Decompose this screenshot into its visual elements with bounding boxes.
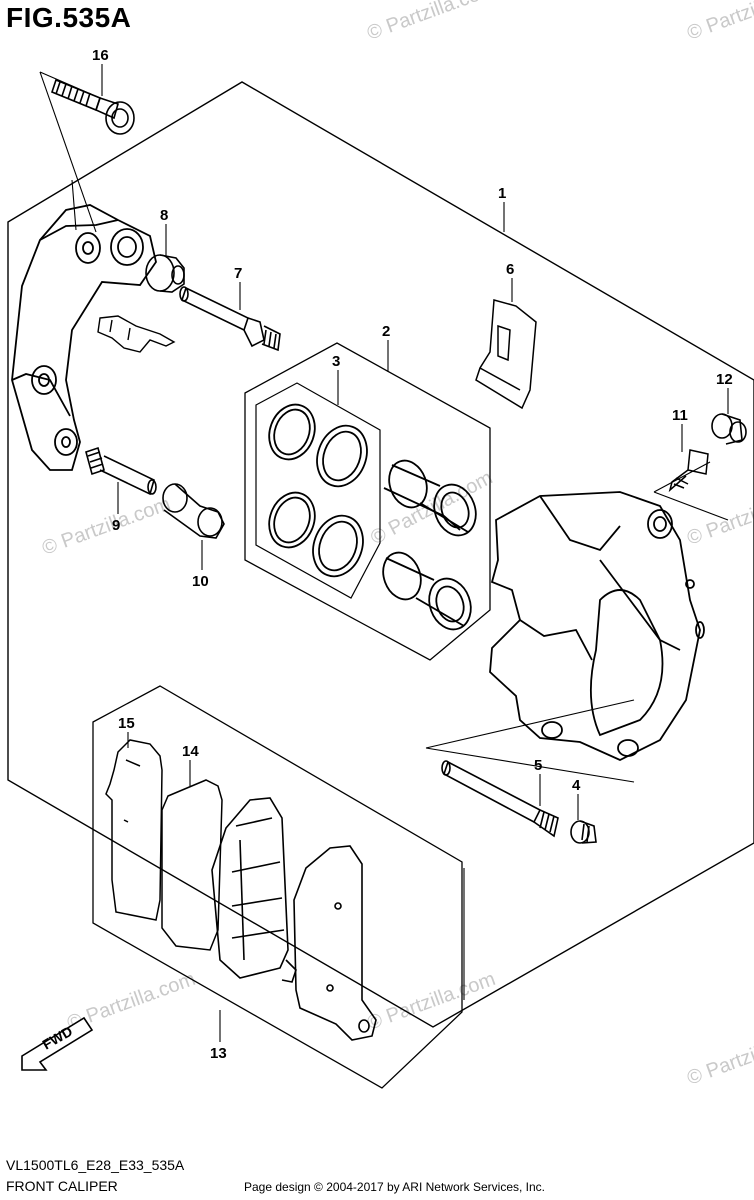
watermark-bottom-right: © Partzilla.com: [684, 1023, 754, 1090]
boot-8: [145, 254, 185, 293]
leader-lines: [39, 64, 729, 1042]
callout-13: 13: [210, 1045, 227, 1062]
boot-10: [162, 483, 225, 539]
figure-title: FIG.535A: [6, 2, 132, 33]
callout-7: 7: [234, 265, 242, 282]
callout-16: 16: [92, 47, 109, 64]
pad-backing-plate: [293, 845, 377, 1041]
callout-2: 2: [382, 323, 390, 340]
bleeder-cap-12: [711, 413, 747, 445]
callout-15: 15: [118, 715, 135, 732]
assembly-frame-pad-set: [92, 685, 463, 1089]
slide-pin-5: [441, 760, 559, 838]
callouts: 1 2 3 4 5 6 7 8 9 10 11 12 13 14 15 16: [92, 47, 733, 1062]
section-name: FRONT CALIPER: [6, 1178, 118, 1194]
assembly-frame-main: [7, 81, 754, 1028]
callout-11: 11: [672, 407, 688, 424]
watermark-center: © Partzilla.com: [367, 467, 496, 550]
callout-4: 4: [572, 777, 581, 794]
piston-seals: [268, 403, 368, 578]
plug-4: [570, 820, 597, 844]
pad-shim-14: [161, 779, 223, 951]
watermark-left: © Partzilla.com: [39, 493, 173, 560]
pin-9: [85, 446, 157, 496]
caliper-body: [489, 491, 705, 761]
caliper-bracket: [11, 204, 157, 471]
callout-8: 8: [160, 207, 168, 224]
callout-6: 6: [506, 261, 514, 278]
callout-3: 3: [332, 353, 340, 370]
pad-retainer-6: [475, 299, 537, 410]
watermark-top-right: © Partzilla.com: [684, 0, 754, 45]
bolt-16: [51, 78, 135, 135]
fwd-arrow-icon: FWD: [21, 1016, 94, 1071]
callout-1: 1: [498, 185, 506, 202]
brake-pad: [211, 797, 297, 983]
bleeder-valve-11: [668, 449, 709, 493]
footer-credit: Page design © 2004-2017 by ARI Network S…: [244, 1180, 546, 1194]
pad-spring-clip: [97, 315, 176, 353]
pin-7: [179, 286, 281, 352]
callout-14: 14: [182, 743, 199, 760]
watermark-top-center: © Partzilla.com: [364, 0, 498, 45]
callout-5: 5: [534, 757, 542, 774]
callout-10: 10: [192, 573, 209, 590]
callout-9: 9: [112, 517, 120, 534]
model-code: VL1500TL6_E28_E33_535A: [6, 1157, 185, 1173]
assembly-frame-seal-kit: [255, 382, 381, 599]
caliper-pistons: [382, 459, 477, 631]
pad-shim-15: [105, 739, 163, 921]
assembly-frame-piston-kit: [244, 342, 491, 661]
callout-12: 12: [716, 371, 733, 388]
watermarks: © Partzilla.com © Partzilla.com © Partzi…: [39, 0, 754, 1090]
